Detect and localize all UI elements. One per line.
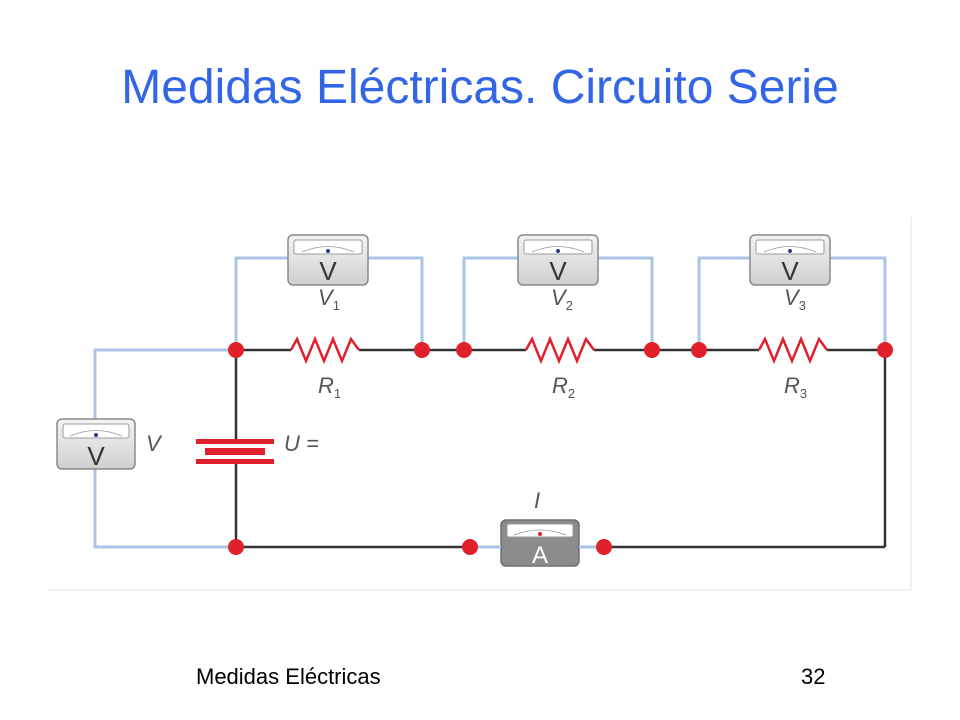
resistor-r3	[757, 335, 829, 365]
page-number: 32	[801, 664, 826, 689]
circuit-wires	[234, 348, 887, 549]
resistor-r1	[289, 335, 361, 365]
label-source: U =	[284, 431, 319, 456]
voltmeter-v2-letter: V	[549, 256, 567, 286]
node	[228, 539, 244, 555]
label-v3: V3	[784, 285, 806, 313]
v1-wire-right	[368, 256, 424, 350]
ammeter: A	[500, 519, 580, 569]
label-r2: R2	[552, 373, 575, 401]
voltmeter-v1-letter: V	[319, 256, 337, 286]
circuit-nodes	[228, 342, 893, 555]
voltmeter-total-letter: V	[87, 441, 105, 471]
v3-wire-right	[830, 256, 887, 350]
node	[596, 539, 612, 555]
node	[228, 342, 244, 358]
v3-wire-left	[697, 256, 750, 350]
v-total-wire-bottom	[93, 467, 236, 549]
label-v2: V2	[551, 285, 573, 313]
ammeter-letter: A	[532, 542, 548, 569]
voltmeter-v3-letter: V	[781, 256, 799, 286]
label-r3: R3	[784, 373, 807, 401]
label-v1: V1	[318, 285, 340, 313]
v1-wire-left	[234, 256, 288, 350]
dc-source	[196, 439, 274, 464]
node	[644, 342, 660, 358]
node	[456, 342, 472, 358]
voltmeter-v1: V	[287, 234, 369, 286]
label-v-total: V	[146, 431, 163, 456]
node	[462, 539, 478, 555]
slide-title: Medidas Eléctricas. Circuito Serie	[121, 61, 839, 114]
voltmeter-wires	[93, 256, 887, 549]
node	[414, 342, 430, 358]
series-circuit-diagram: V V V V A	[48, 217, 912, 591]
node	[691, 342, 707, 358]
label-current: I	[534, 488, 540, 513]
voltmeter-total: V	[56, 418, 136, 471]
v2-wire-right	[598, 256, 654, 350]
v-total-wire-top	[93, 348, 236, 430]
label-r1: R1	[318, 373, 341, 401]
voltmeter-v2: V	[517, 234, 599, 286]
voltmeter-v3: V	[749, 234, 831, 286]
resistor-r2	[524, 335, 596, 365]
v2-wire-left	[462, 256, 518, 350]
footer-title: Medidas Eléctricas	[196, 664, 381, 689]
node	[877, 342, 893, 358]
